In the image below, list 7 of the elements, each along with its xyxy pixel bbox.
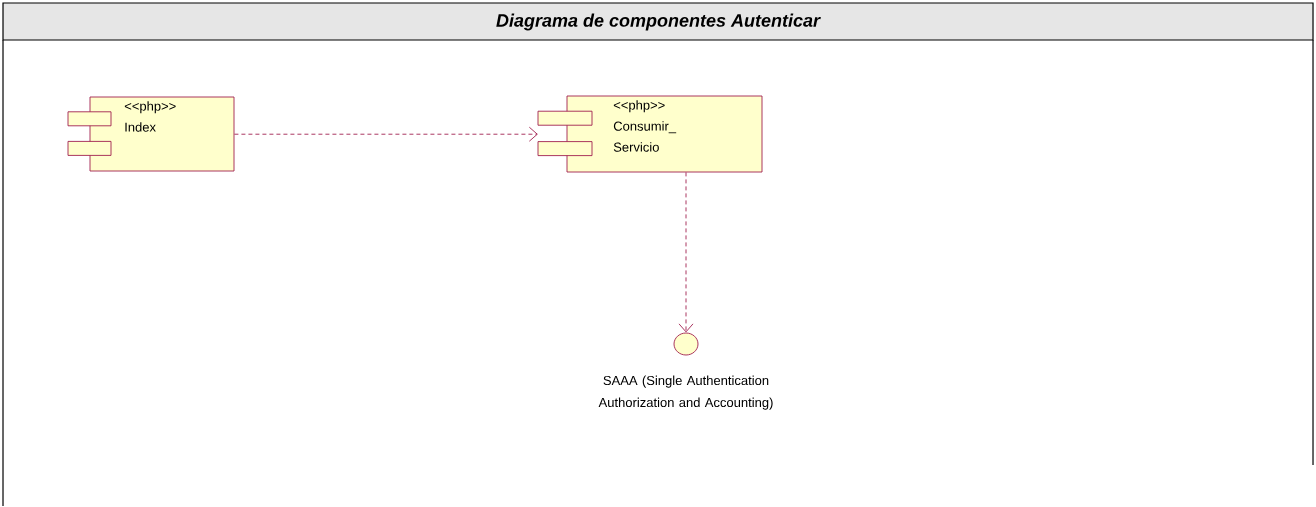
dependency-arrow (233, 126, 538, 142)
component-box: <<php>> Index (67, 96, 235, 172)
title: Diagrama de componentes Autenticar (496, 13, 821, 31)
dependency-arrow (678, 171, 694, 333)
component-box: <<php>> Consumir_ Servicio (537, 95, 763, 173)
interface-label: SAAA (Single Authentication Authorization and Accounting) (598, 375, 773, 410)
interface-circle (673, 332, 699, 356)
